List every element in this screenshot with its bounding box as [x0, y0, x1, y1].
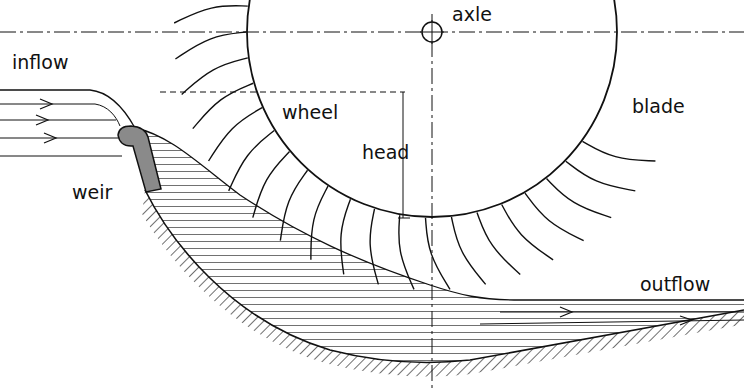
axle-symbol — [432, 20, 433, 44]
part-label: inflow — [12, 52, 68, 74]
axle-centre-line — [0, 32, 744, 33]
blade-line — [193, 83, 253, 128]
blade-line — [502, 204, 553, 259]
blade-line — [582, 141, 655, 161]
blade-line — [209, 108, 263, 161]
streamline — [0, 120, 116, 121]
blade-line — [547, 179, 612, 218]
blade-line — [399, 215, 414, 289]
part-label: blade — [632, 96, 685, 118]
blade-line — [182, 58, 248, 95]
blade-line — [477, 212, 520, 274]
blade-line — [525, 193, 584, 241]
blade-line — [426, 218, 450, 289]
water-surface — [0, 90, 744, 300]
part-label: head — [362, 142, 409, 164]
channel-water — [135, 128, 744, 362]
streamline — [0, 104, 120, 126]
blade-line — [370, 209, 378, 284]
part-label: weir — [72, 182, 112, 204]
streamline — [0, 138, 118, 139]
part-label: axle — [452, 4, 492, 26]
blade-line — [451, 217, 485, 284]
wheel-rim — [247, 0, 617, 217]
blade-line — [175, 32, 246, 59]
blade-line — [566, 161, 636, 191]
weir-symbol — [118, 126, 161, 192]
blade-line — [174, 6, 248, 23]
streamline — [500, 312, 744, 313]
vertical-centre-line — [432, 14, 433, 388]
blade-line — [280, 170, 307, 241]
part-label: outflow — [640, 274, 710, 296]
blade-line — [229, 131, 275, 191]
flow-arrow — [36, 99, 56, 143]
blade-line — [253, 152, 290, 218]
streamline — [0, 156, 122, 157]
head-level-line — [160, 92, 405, 93]
blade-line — [341, 199, 351, 274]
wheel-circle: wheel — [246, 0, 618, 218]
blade-line — [311, 186, 328, 260]
part-label: wheel — [282, 102, 338, 124]
